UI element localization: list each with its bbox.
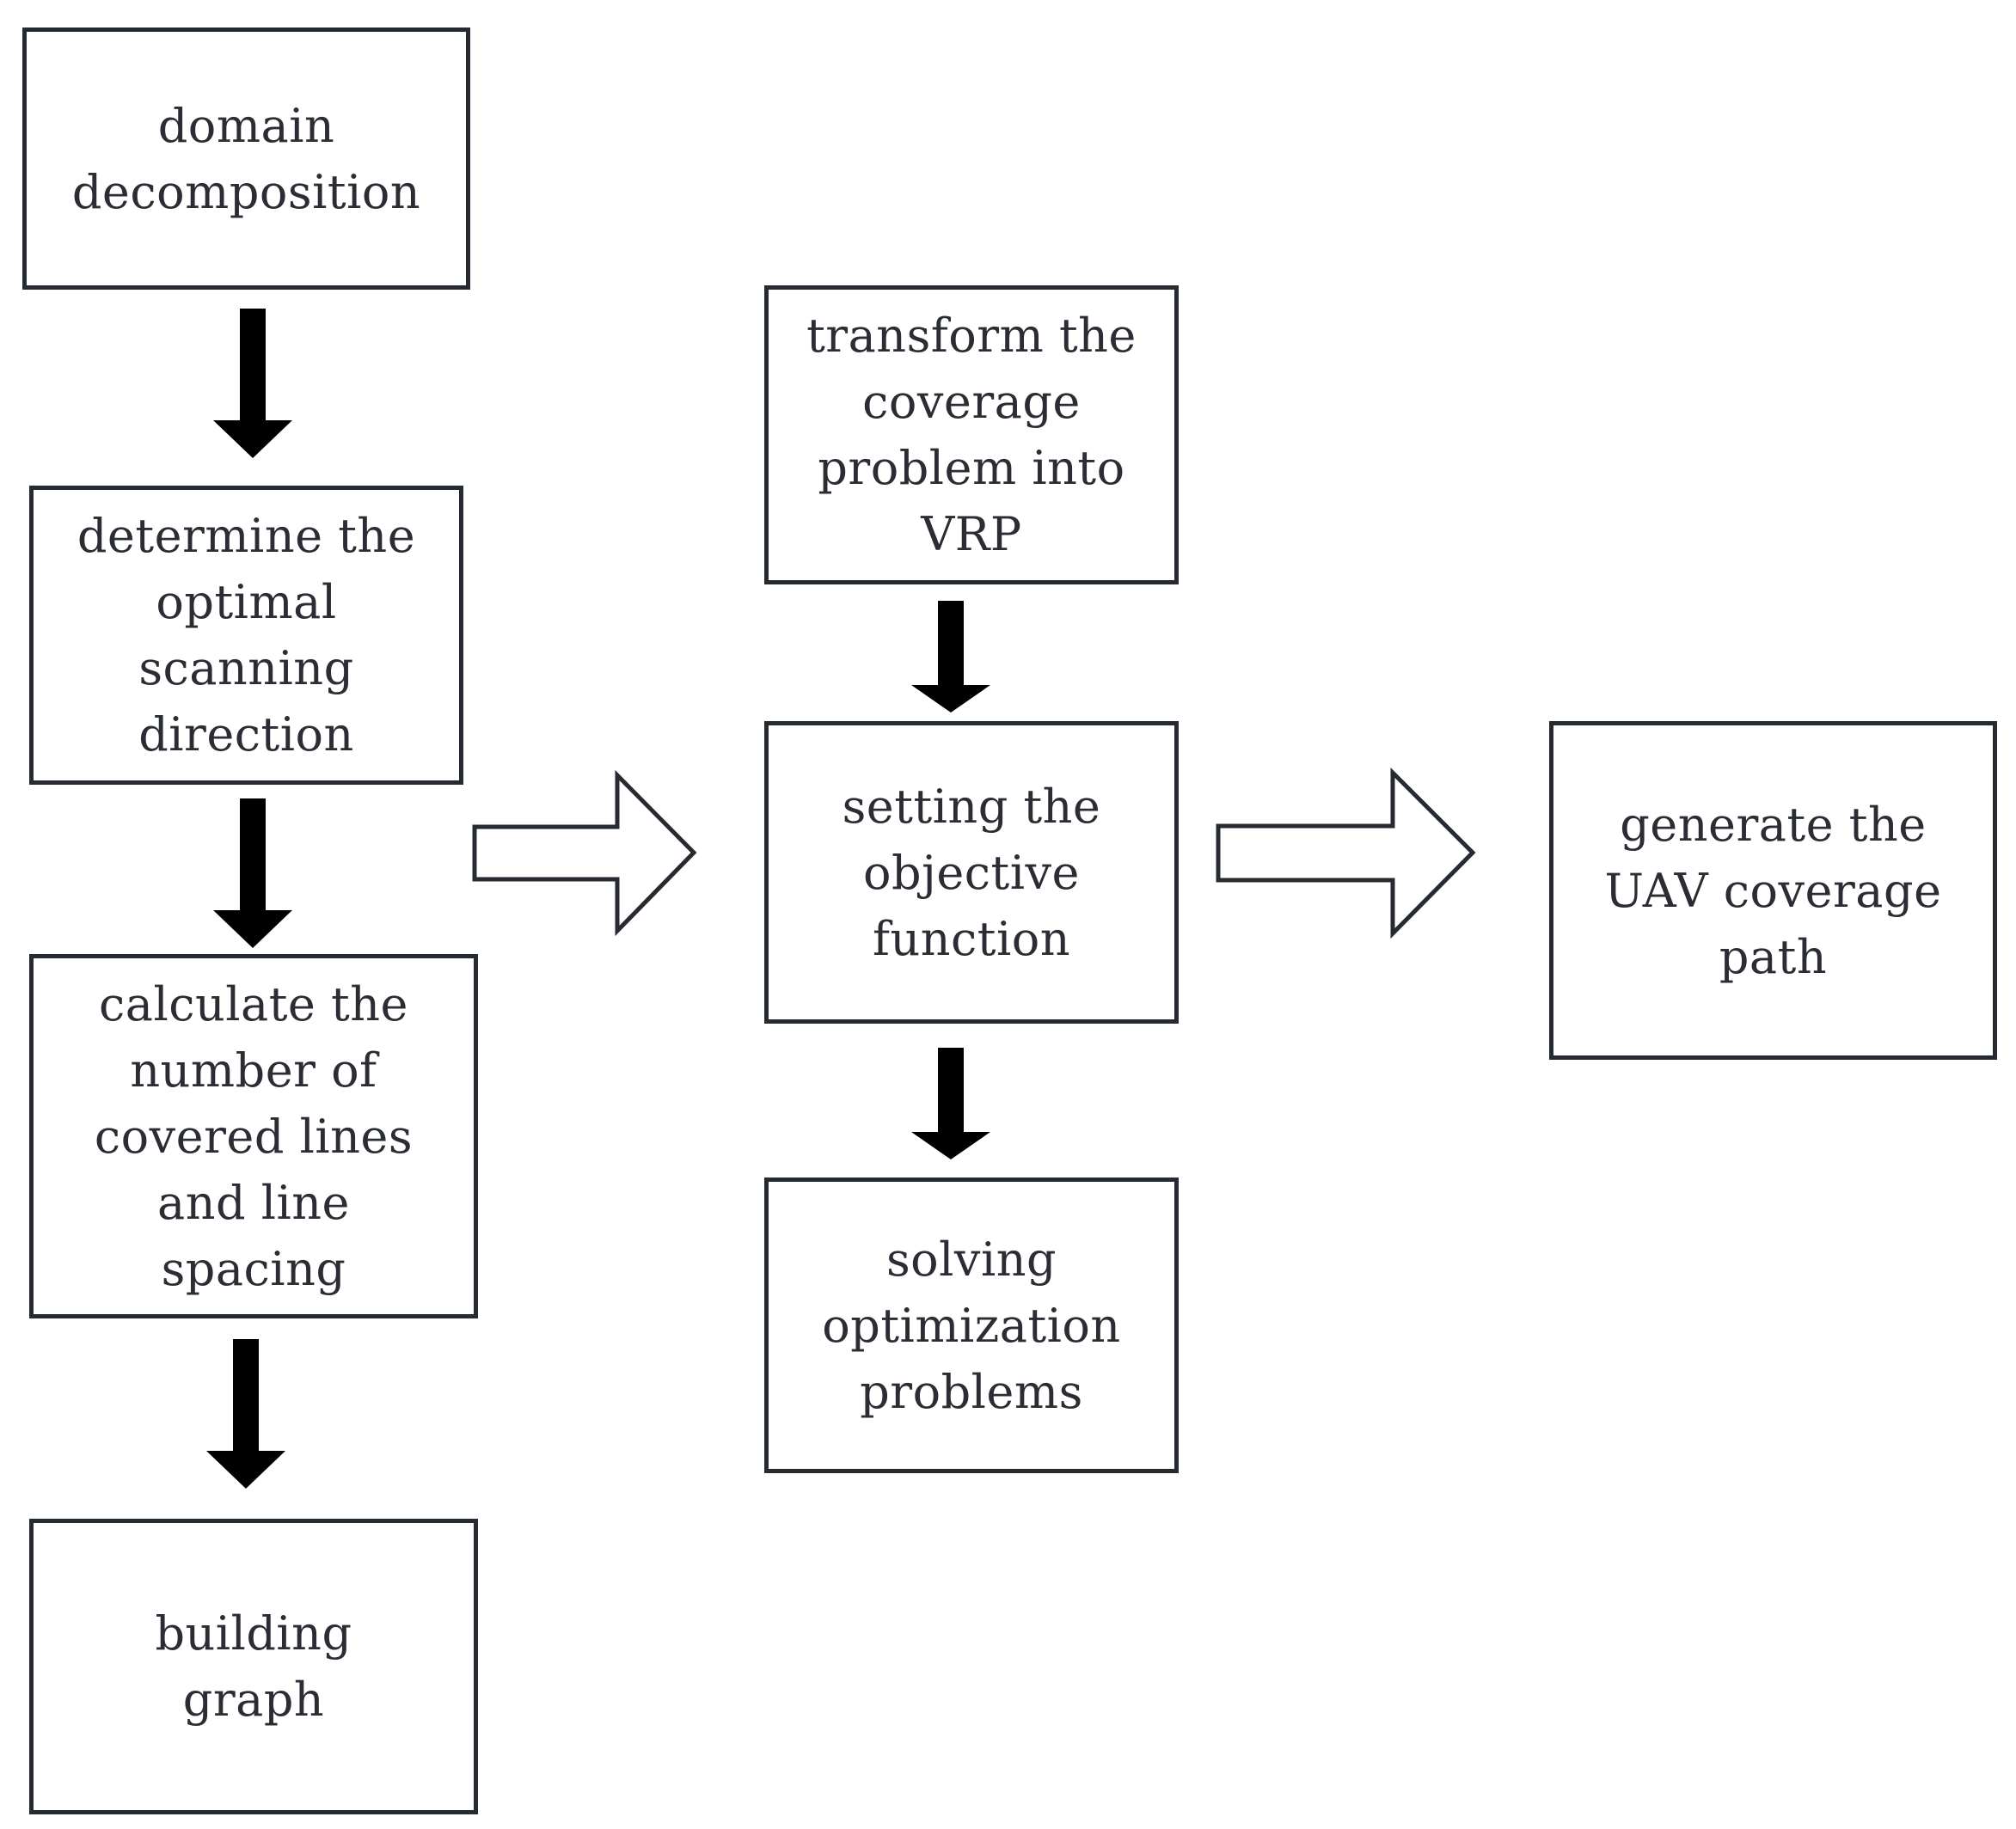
box-transform-vrp: transform the coverage problem into VRP (764, 285, 1179, 584)
arrow-covered-lines-to-graph (206, 1339, 285, 1489)
box-covered-lines: calculate the number of covered lines an… (29, 954, 478, 1318)
arrow-direction-to-objective (472, 769, 697, 937)
box-optimal-scanning-direction: determine the optimal scanning direction (29, 486, 463, 785)
box-optimal-scanning-direction-label: determine the optimal scanning direction (77, 509, 416, 762)
box-uav-coverage-path-label: generate the UAV coverage path (1604, 797, 1942, 984)
box-covered-lines-label: calculate the number of covered lines an… (94, 976, 414, 1296)
box-domain-decomposition-label: domain decomposition (71, 98, 421, 219)
box-solving-optimization-label: solving optimization problems (822, 1232, 1121, 1419)
arrow-objective-to-solving (911, 1048, 990, 1159)
arrow-vrp-to-objective (911, 601, 990, 713)
box-solving-optimization: solving optimization problems (764, 1178, 1179, 1473)
box-objective-function-label: setting the objective function (842, 779, 1101, 966)
arrow-direction-to-covered-lines (213, 798, 292, 948)
box-objective-function: setting the objective function (764, 721, 1179, 1024)
box-building-graph-label: building graph (155, 1606, 352, 1727)
box-building-graph: building graph (29, 1519, 478, 1814)
arrow-decomposition-to-direction (213, 309, 292, 458)
box-uav-coverage-path: generate the UAV coverage path (1549, 721, 1997, 1060)
box-transform-vrp-label: transform the coverage problem into VRP (806, 309, 1137, 561)
box-domain-decomposition: domain decomposition (22, 28, 470, 290)
arrow-objective-to-uav-path (1216, 767, 1476, 939)
